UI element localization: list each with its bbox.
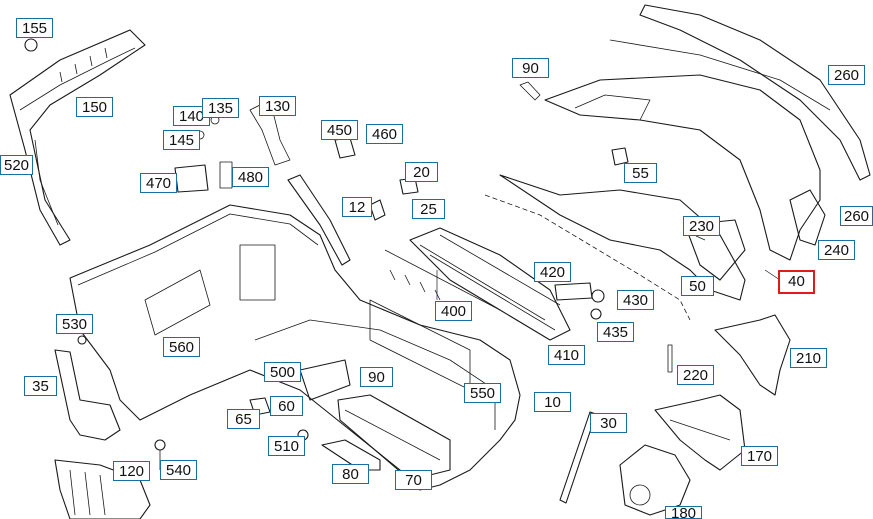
callout-210[interactable]: 210 bbox=[790, 348, 827, 368]
callout-12[interactable]: 12 bbox=[342, 197, 372, 217]
callout-450[interactable]: 450 bbox=[321, 120, 358, 140]
callout-410[interactable]: 410 bbox=[548, 345, 585, 365]
callout-400[interactable]: 400 bbox=[435, 301, 472, 321]
callout-520[interactable]: 520 bbox=[0, 155, 33, 175]
callout-240[interactable]: 240 bbox=[818, 240, 855, 260]
callout-30[interactable]: 30 bbox=[590, 413, 627, 433]
callout-55[interactable]: 55 bbox=[624, 163, 657, 183]
bracket-170-part bbox=[619, 394, 746, 516]
callout-500[interactable]: 500 bbox=[264, 362, 301, 382]
callout-60[interactable]: 60 bbox=[270, 396, 303, 416]
callout-25[interactable]: 25 bbox=[412, 199, 445, 219]
callout-510[interactable]: 510 bbox=[268, 436, 305, 456]
callout-120[interactable]: 120 bbox=[113, 461, 150, 481]
side-piece-35-part bbox=[54, 349, 121, 441]
callout-145[interactable]: 145 bbox=[163, 130, 200, 150]
callout-50[interactable]: 50 bbox=[681, 276, 714, 296]
callout-540[interactable]: 540 bbox=[160, 460, 197, 480]
leader-lines bbox=[299, 235, 784, 380]
callout-460[interactable]: 460 bbox=[366, 124, 403, 144]
callout-435[interactable]: 435 bbox=[597, 322, 634, 342]
callout-150[interactable]: 150 bbox=[76, 97, 113, 117]
callout-260-top[interactable]: 260 bbox=[828, 65, 865, 85]
callout-180[interactable]: 180 bbox=[665, 506, 702, 519]
callout-90-top[interactable]: 90 bbox=[512, 58, 549, 78]
callout-135[interactable]: 135 bbox=[202, 98, 239, 118]
callout-420[interactable]: 420 bbox=[534, 262, 571, 282]
callout-470[interactable]: 470 bbox=[140, 173, 177, 193]
callout-530[interactable]: 530 bbox=[56, 314, 93, 334]
callout-10[interactable]: 10 bbox=[534, 392, 571, 412]
callout-155[interactable]: 155 bbox=[16, 18, 53, 38]
callout-260-right[interactable]: 260 bbox=[840, 206, 873, 226]
bracket-150-part bbox=[9, 29, 146, 246]
callout-65[interactable]: 65 bbox=[227, 409, 260, 429]
callout-170[interactable]: 170 bbox=[741, 446, 778, 466]
callout-130[interactable]: 130 bbox=[259, 96, 296, 116]
callout-230[interactable]: 230 bbox=[683, 216, 720, 236]
callout-560[interactable]: 560 bbox=[163, 337, 200, 357]
callout-430[interactable]: 430 bbox=[617, 290, 654, 310]
callout-550[interactable]: 550 bbox=[464, 383, 501, 403]
bracket-120-part bbox=[54, 459, 151, 519]
callout-80[interactable]: 80 bbox=[332, 464, 369, 484]
diffuser-part bbox=[484, 174, 746, 321]
reinforcement-400-part bbox=[384, 227, 571, 341]
callout-35[interactable]: 35 bbox=[24, 376, 57, 396]
callout-90-mid[interactable]: 90 bbox=[360, 367, 393, 387]
callout-140[interactable]: 140 bbox=[173, 106, 210, 126]
strip-12-part bbox=[287, 174, 351, 266]
callout-220[interactable]: 220 bbox=[677, 365, 714, 385]
callout-70[interactable]: 70 bbox=[395, 470, 432, 490]
upper-trim-260-part bbox=[544, 4, 871, 261]
bracket-210-part bbox=[714, 314, 791, 396]
callout-40-selected[interactable]: 40 bbox=[778, 270, 815, 294]
callout-20[interactable]: 20 bbox=[405, 162, 438, 182]
callout-480[interactable]: 480 bbox=[232, 167, 269, 187]
